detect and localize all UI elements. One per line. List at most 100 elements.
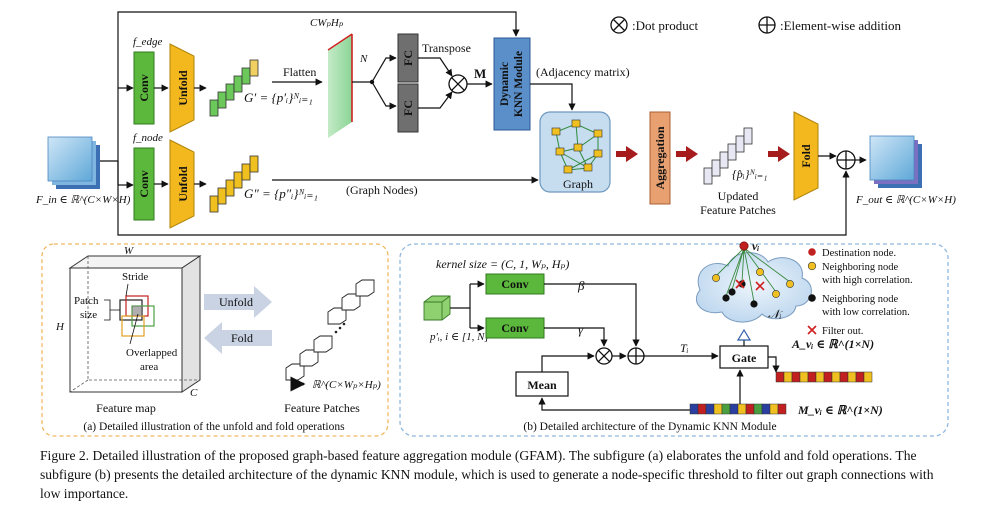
dynamic-knn-block xyxy=(493,37,531,131)
g-double-prime-label: G″ = {p″ᵢ}ᴺᵢ₌₁ xyxy=(244,186,318,201)
element-wise-addition-icon xyxy=(836,150,856,170)
flatten-label: Flatten xyxy=(283,65,316,79)
m-label: M xyxy=(474,66,486,81)
panel-a: W H C Stride Patch size Overlapped area … xyxy=(41,243,389,437)
aggregation-block xyxy=(649,111,671,205)
dot-product-icon xyxy=(448,74,468,94)
conv-beta-label: Conv xyxy=(501,277,528,291)
dest-node-label: Destination node. xyxy=(822,248,896,259)
stride-label: Stride xyxy=(122,271,148,283)
m-vector-label: M_vᵢ ∈ ℝ^(1×N) xyxy=(797,403,883,417)
graph-label: Graph xyxy=(563,177,593,191)
fold-arrow-label: Fold xyxy=(231,331,253,345)
node-patches xyxy=(209,155,259,213)
aggregation-label: Aggregation xyxy=(653,126,667,189)
main-pipeline: F_in ∈ ℝ^(C×W×H) f_edge Conv Unfold G′ =… xyxy=(35,11,956,236)
feature-patches-label: Feature Patches xyxy=(284,401,360,415)
panel-b-border xyxy=(399,243,949,437)
kernel-size-label: kernel size = (C, 1, Wₚ, Hₚ) xyxy=(436,257,569,271)
conv-gamma-label: Conv xyxy=(501,321,528,335)
high-corr-dot xyxy=(807,261,817,271)
f-node-label: f_node xyxy=(133,132,163,144)
gamma-label: γ xyxy=(578,322,584,337)
t-i-label: Tᵢ xyxy=(680,341,689,355)
output-feature-cube xyxy=(869,135,922,188)
unfold-edge-block xyxy=(169,43,195,133)
figure-caption: Figure 2. Detailed illustration of the p… xyxy=(40,448,934,501)
legend: :Dot product :Element-wise addition xyxy=(610,16,901,34)
unfold-arrow xyxy=(204,286,272,318)
feature-map-label: Feature map xyxy=(96,401,156,415)
fold-arrow xyxy=(204,322,272,354)
p-prime-label: p′ᵢ, i ∈ [1, N] xyxy=(429,331,489,343)
input-feature-cube xyxy=(47,136,100,189)
element-wise-addition-icon xyxy=(627,347,645,365)
fc-top-label: FC xyxy=(401,50,415,66)
low-corr-line1: Neighboring node xyxy=(822,294,898,305)
flattened-plane xyxy=(327,33,353,138)
red-arrow-1 xyxy=(616,146,638,162)
feature-patch-cubes xyxy=(285,279,375,381)
dynamic-knn-line1: Dynamic xyxy=(499,62,511,106)
panel-a-border xyxy=(41,243,389,437)
red-arrow-2 xyxy=(676,146,698,162)
element-wise-addition-icon xyxy=(758,16,776,34)
filter-out-icon xyxy=(807,325,817,335)
updated-line1: Updated xyxy=(718,189,759,203)
overlapped-label-line1: Overlapped xyxy=(126,347,178,359)
updated-line2: Feature Patches xyxy=(700,203,776,217)
f-in-label: F_in ∈ ℝ^(C×W×H) xyxy=(35,194,131,206)
high-corr-line2: with high correlation. xyxy=(822,275,913,286)
h-label: H xyxy=(55,321,65,333)
p-hat-label: {p̂ᵢ}ᴺᵢ₌₁ xyxy=(732,167,767,181)
panel-b: kernel size = (C, 1, Wₚ, Hₚ) p′ᵢ, i ∈ [1… xyxy=(399,239,949,437)
f-edge-label: f_edge xyxy=(133,36,162,48)
filter-out-label: Filter out. xyxy=(822,326,863,337)
n-i-label: 𝒩ᵢ xyxy=(768,307,783,321)
destination-node-dot xyxy=(808,248,816,256)
a-vector-bar xyxy=(775,371,873,383)
panel-a-caption: (a) Detailed illustration of the unfold … xyxy=(83,421,345,433)
feature-map-box xyxy=(68,255,202,393)
neighborhood-cloud xyxy=(695,241,812,323)
cw-hp-label: CWₚHₚ xyxy=(310,17,344,29)
low-corr-dot xyxy=(808,294,816,302)
conv-edge-label: Conv xyxy=(137,74,151,101)
adjacency-matrix-label: (Adjacency matrix) xyxy=(536,65,630,79)
legend-dot-product: :Dot product xyxy=(632,18,698,33)
low-corr-line2: with low correlation. xyxy=(822,307,910,318)
n-label: N xyxy=(359,53,368,65)
v-i-label: vᵢ xyxy=(752,239,759,253)
red-arrow-3 xyxy=(768,146,790,162)
panel-b-caption: (b) Detailed architecture of the Dynamic… xyxy=(523,421,776,433)
g-prime-label: G′ = {p′ᵢ}ᴺᵢ₌₁ xyxy=(244,90,313,105)
unfold-arrow-label: Unfold xyxy=(219,295,253,309)
fold-label: Fold xyxy=(799,144,813,168)
dot-product-icon xyxy=(610,16,628,34)
input-patch-cube xyxy=(423,295,451,321)
unfold-edge-label: Unfold xyxy=(176,70,190,106)
gfam-figure: :Dot product :Element-wise addition F_in… xyxy=(35,11,956,437)
transpose-label: Transpose xyxy=(422,41,471,55)
patch-label-line1: Patch xyxy=(74,295,99,307)
panel-b-legend: Destination node. Neighboring node with … xyxy=(807,248,913,337)
high-corr-line1: Neighboring node xyxy=(822,262,898,273)
legend-element-wise-addition: :Element-wise addition xyxy=(780,18,901,33)
patch-dims-label: ℝ^(C×Wₚ×Hₚ) xyxy=(312,379,381,391)
updated-patches xyxy=(703,127,753,185)
gate-label: Gate xyxy=(732,351,757,365)
fold-block xyxy=(793,111,819,201)
dot-product-icon xyxy=(595,347,613,365)
patch-label-line2: size xyxy=(80,309,97,321)
mean-label: Mean xyxy=(527,378,557,392)
f-out-label: F_out ∈ ℝ^(C×W×H) xyxy=(855,194,956,206)
graph-box xyxy=(539,111,611,193)
beta-label: β xyxy=(577,278,585,293)
w-label: W xyxy=(124,245,134,257)
overlapped-label-line2: area xyxy=(140,361,158,373)
graph-nodes-label: (Graph Nodes) xyxy=(346,183,418,197)
a-vector-label: A_vᵢ ∈ ℝ^(1×N) xyxy=(791,337,874,351)
unfold-node-label: Unfold xyxy=(176,166,190,202)
unfold-node-block xyxy=(169,139,195,229)
conv-node-label: Conv xyxy=(137,170,151,197)
